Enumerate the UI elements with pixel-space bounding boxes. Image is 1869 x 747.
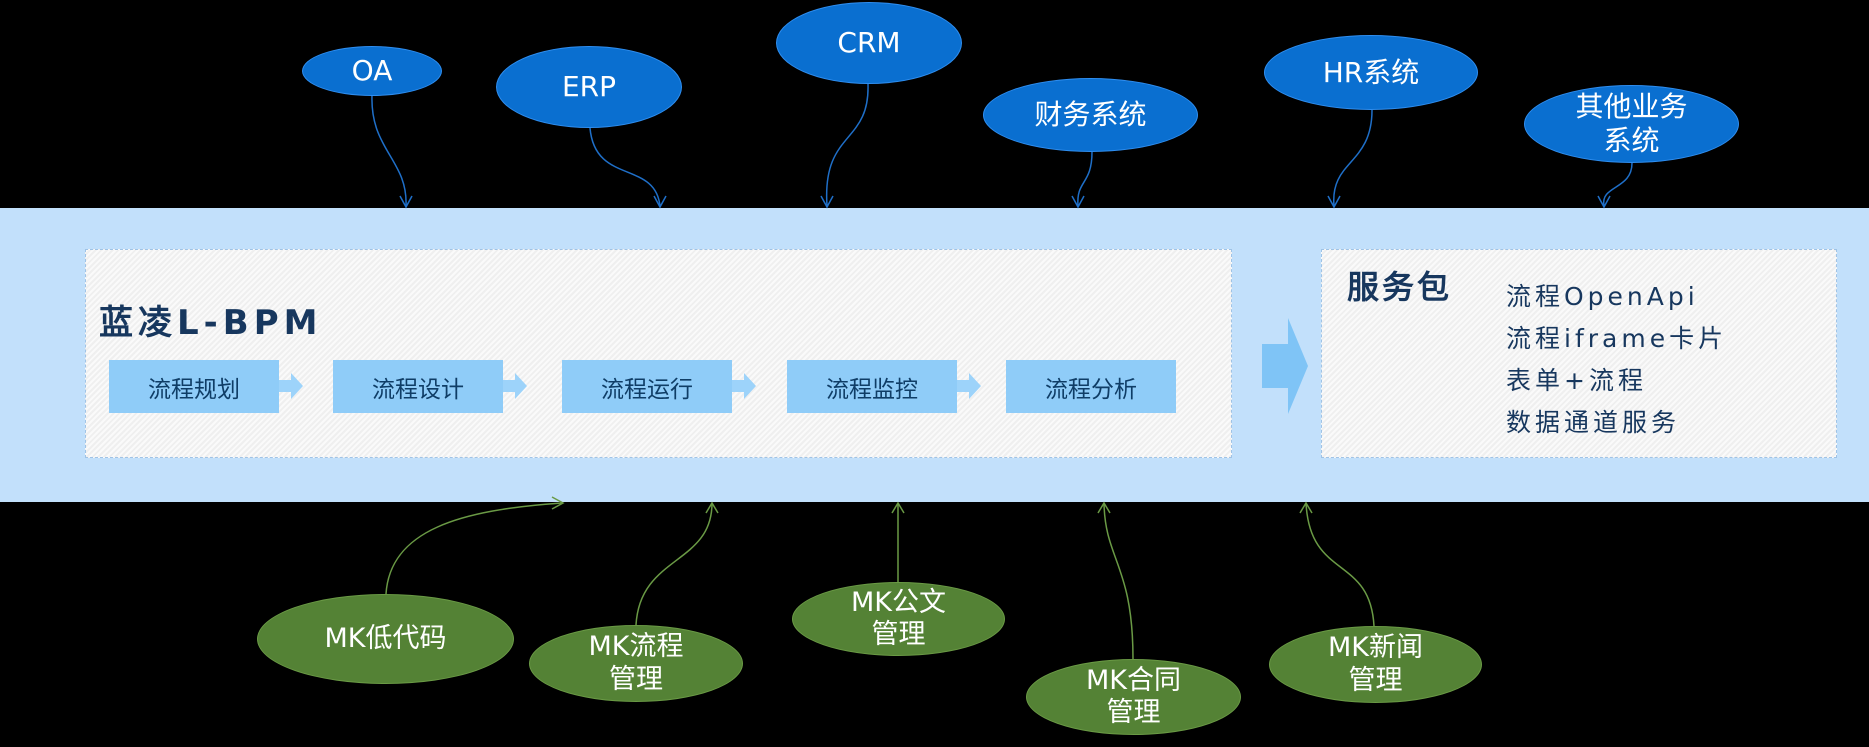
node-mk-process: MK流程 管理 (529, 625, 743, 702)
service-item-iframe-card: 流程iframe卡片 (1506, 324, 1728, 353)
connector-lowcode (385, 502, 563, 595)
arrowhead-process (705, 501, 719, 514)
connector-finance (1077, 151, 1093, 207)
service-item-data-channel: 数据通道服务 (1506, 408, 1681, 437)
node-crm: CRM (776, 2, 962, 84)
step-arrow-icon (503, 373, 527, 399)
node-mk-contract: MK合同 管理 (1026, 659, 1241, 735)
big-arrow-icon (1262, 318, 1308, 414)
step-running: 流程运行 (562, 360, 732, 413)
step-design: 流程设计 (333, 360, 503, 413)
service-item-form-process: 表单+流程 (1506, 366, 1647, 395)
l-bpm-title: 蓝凌L-BPM (99, 303, 323, 343)
service-pack-list: 流程OpenApi 流程iframe卡片 表单+流程 数据通道服务 (1506, 276, 1727, 444)
node-hr: HR系统 (1264, 35, 1478, 110)
step-arrow-icon (957, 373, 981, 399)
node-mk-news: MK新闻 管理 (1269, 626, 1482, 703)
step-planning: 流程规划 (109, 360, 279, 413)
service-pack-title: 服务包 (1347, 268, 1453, 306)
step-analysis: 流程分析 (1006, 360, 1176, 413)
node-mk-lowcode: MK低代码 (257, 594, 514, 684)
connector-oa (371, 94, 407, 207)
step-monitoring: 流程监控 (787, 360, 957, 413)
arrowhead-hr (1327, 195, 1341, 209)
connector-other (1603, 162, 1633, 207)
connector-contract (1103, 502, 1134, 660)
arrowhead-other (1597, 195, 1611, 209)
node-other-systems: 其他业务 系统 (1524, 85, 1739, 163)
node-erp: ERP (496, 46, 682, 128)
node-oa: OA (302, 46, 442, 96)
arrowhead-news (1299, 501, 1313, 514)
service-pack-panel (1321, 249, 1837, 458)
node-finance: 财务系统 (983, 78, 1198, 152)
connector-news (1305, 502, 1375, 627)
connector-erp (589, 127, 661, 207)
connector-process (635, 502, 713, 626)
node-mk-document: MK公文 管理 (792, 582, 1005, 656)
service-item-openapi: 流程OpenApi (1506, 282, 1699, 311)
connector-crm (825, 83, 869, 207)
l-bpm-panel (85, 249, 1232, 458)
step-arrow-icon (279, 373, 303, 399)
arrowhead-erp (653, 195, 667, 209)
arrowhead-oa (399, 195, 413, 209)
connector-hr (1333, 109, 1373, 207)
arrowhead-contract (1097, 501, 1111, 514)
step-arrow-icon (732, 373, 756, 399)
arrowhead-crm (820, 195, 834, 209)
arrowhead-finance (1071, 195, 1085, 209)
arrowhead-document (891, 501, 905, 514)
